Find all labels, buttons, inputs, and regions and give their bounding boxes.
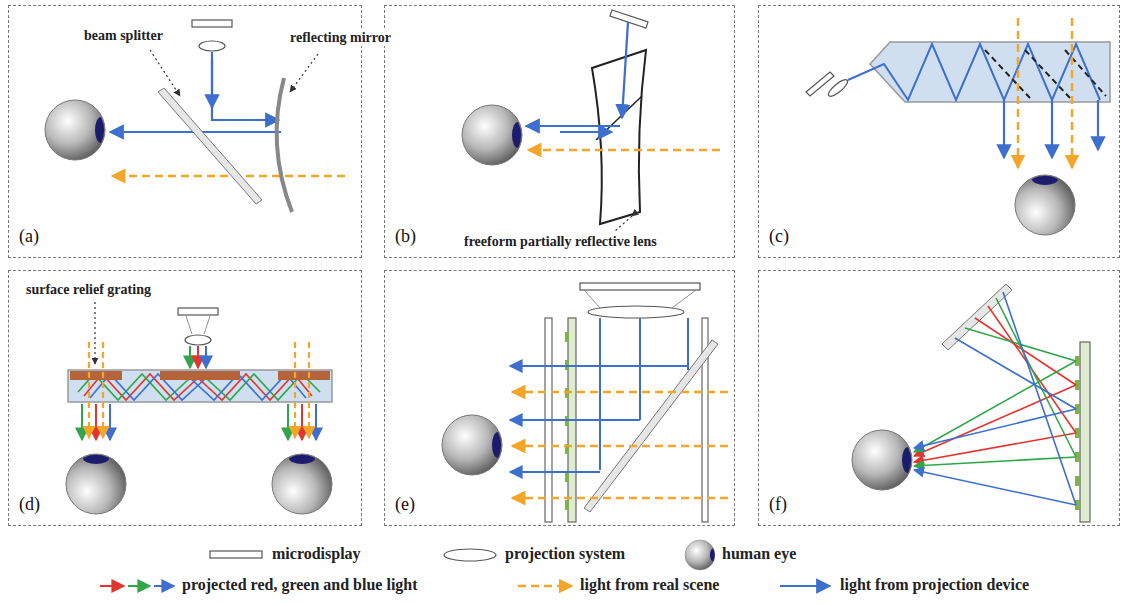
panel-letter: (e)	[395, 494, 415, 515]
legend-text: light from projection device	[840, 576, 1029, 594]
waveguide	[68, 370, 332, 402]
microdisplay-sample	[210, 551, 262, 558]
leader-line	[290, 54, 318, 92]
beam-splitter	[158, 88, 262, 204]
projection-lens	[185, 335, 211, 345]
panel-d-art	[66, 302, 332, 514]
eye	[852, 430, 912, 490]
scene-rays	[89, 342, 309, 438]
panel-e-art	[442, 283, 728, 522]
lens-array-plate	[1080, 342, 1090, 522]
leader-line	[94, 302, 95, 364]
scene-rays	[512, 392, 728, 498]
surface-relief-grating	[70, 371, 330, 380]
panel-a-art	[45, 20, 345, 212]
eye	[272, 454, 332, 514]
projection-lens	[826, 77, 850, 99]
panel-letter: (f)	[769, 494, 787, 515]
freeform-lens	[592, 50, 646, 224]
part-label: surface relief grating	[24, 282, 153, 298]
legend-text: microdisplay	[272, 545, 361, 563]
leader-line	[614, 216, 632, 232]
guided-ray	[848, 44, 1100, 100]
eye	[45, 100, 105, 160]
projected-ray	[212, 52, 279, 120]
partial-reflectors	[985, 50, 1106, 98]
panel-frame: (d)	[8, 270, 362, 526]
legend-text: projection system	[505, 545, 625, 563]
panel-f-art	[852, 284, 1090, 522]
scene-ray	[112, 175, 345, 178]
part-label: freeform partially reflective lens	[462, 234, 659, 250]
panel-frame: (c)	[758, 5, 1120, 258]
panel-frame: (b)	[384, 5, 735, 258]
projection-ray-sample	[780, 585, 830, 587]
eye	[1015, 175, 1075, 235]
scene-ray-sample	[518, 585, 572, 588]
outcoupled-rgb-rays	[82, 404, 316, 440]
panel-frame: (f)	[758, 270, 1120, 526]
projection-system-sample	[444, 549, 496, 561]
mirror	[942, 284, 1012, 350]
microdisplay	[580, 283, 700, 290]
projected-ray	[526, 125, 620, 127]
legend-text: human eye	[722, 545, 796, 563]
panel-letter: (b)	[395, 226, 416, 247]
blue-ray-sample	[154, 585, 174, 587]
scene-ray	[528, 149, 720, 152]
panel-letter: (d)	[19, 494, 40, 515]
red-ray-sample	[100, 585, 124, 587]
panel-c-art	[806, 18, 1110, 235]
projected-rgb-rays	[914, 292, 1076, 505]
projection-lens	[588, 306, 684, 318]
microdisplay	[192, 20, 232, 27]
part-label: beam splitter	[82, 28, 165, 44]
green-ray-sample	[128, 585, 150, 587]
human-eye-sample	[685, 540, 715, 570]
reflecting-mirror	[277, 78, 292, 212]
leader-line	[150, 50, 180, 96]
eye	[442, 415, 502, 475]
scene-rays	[1018, 18, 1072, 168]
legend-text: projected red, green and blue light	[182, 576, 418, 594]
panel-letter: (c)	[769, 226, 789, 247]
microdisplay	[610, 10, 648, 28]
part-label: reflecting mirror	[288, 30, 393, 46]
projected-rays	[510, 318, 688, 472]
microdisplay	[178, 308, 218, 315]
eye	[66, 454, 126, 514]
legend-text: light from real scene	[580, 576, 719, 594]
panel-frame: (e)	[384, 270, 735, 526]
panel-b-art	[462, 10, 720, 232]
eye	[462, 105, 522, 165]
panel-letter: (a)	[19, 226, 39, 247]
projection-lens	[199, 41, 225, 51]
